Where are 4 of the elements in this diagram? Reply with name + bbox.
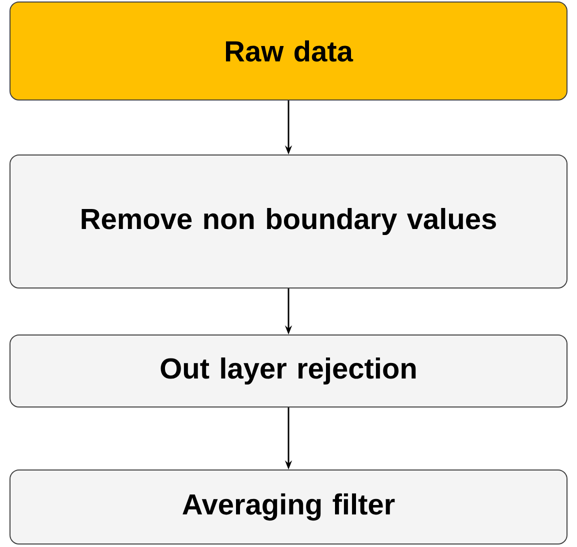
process-box: Raw data <box>10 2 568 100</box>
process-box: Remove non boundary values <box>10 154 568 288</box>
process-box: Averaging filter <box>10 470 568 544</box>
process-box: Out layer rejection <box>10 334 568 408</box>
